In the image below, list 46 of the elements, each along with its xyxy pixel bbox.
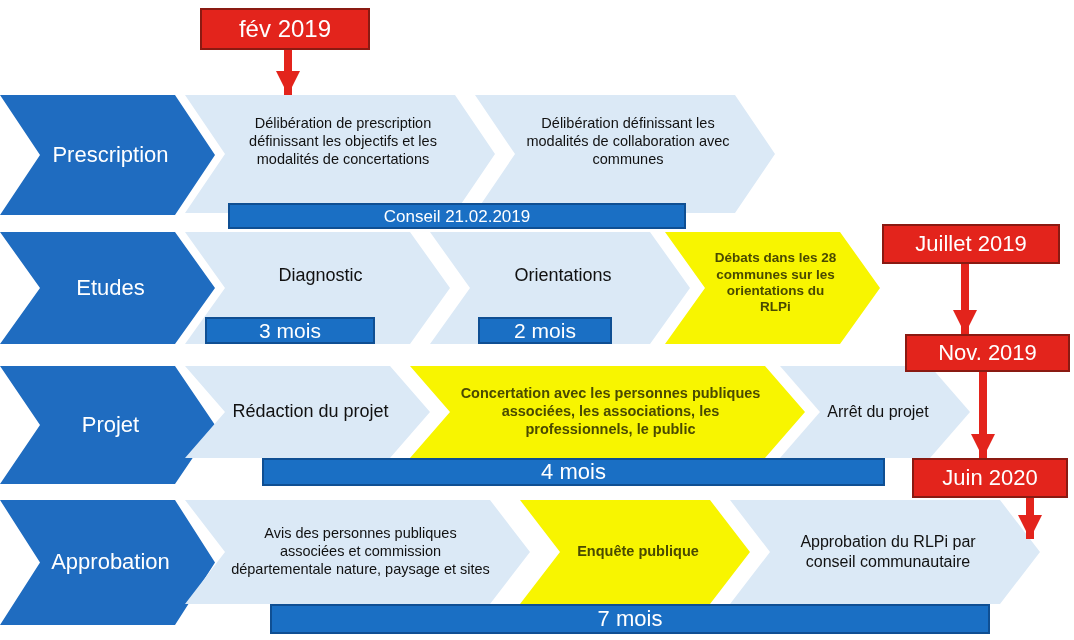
arrow [971,372,995,458]
phase-header [0,366,215,484]
duration-label: Conseil 21.02.2019 [383,207,531,225]
date-marker [200,8,370,50]
step-label: Arrêt du projet [827,402,929,422]
step-label: Concertation avec les personnes publiques associées, les associations, les professionnels, le public [459,385,762,439]
step-label: Approbation du RLPi par conseil communautaire [799,532,977,572]
step-label: Rédaction du projet [232,401,389,423]
duration-bar [228,203,686,229]
process-step [730,500,1040,604]
duration-bar [270,604,990,634]
step-label: Avis des personnes publiques associées et commission départementale nature, paysage et sites [231,525,490,579]
phase-label: Etudes [76,274,145,302]
process-step [520,500,750,604]
process-step [665,232,880,344]
phase-label: Projet [81,411,140,439]
step-label: Enquête publique [577,543,699,561]
step-label: Délibération définissant les modalités de collaboration avec communes [525,115,731,169]
step-label: Diagnostic [278,265,363,287]
date-marker [905,334,1070,372]
process-step [780,366,970,458]
phase-label: Prescription [52,141,169,169]
arrow [1018,498,1042,539]
process-step [185,500,530,604]
phase-header [0,500,215,625]
duration-label: 7 mois [597,608,663,630]
duration-bar [262,458,885,486]
phase-header [0,232,215,344]
phase-header [0,95,215,215]
date-label: Juillet 2019 [915,233,1027,255]
date-marker [912,458,1068,498]
step-label: Délibération de prescription définissant les objectifs et les modalités de concertations [248,115,438,169]
arrow [276,50,300,95]
arrow [953,264,977,334]
duration-label: 2 mois [514,320,576,341]
step-label: Débats dans les 28 communes sur les orientations du RLPi [713,250,838,316]
date-label: fév 2019 [238,17,332,41]
duration-label: 4 mois [541,461,606,483]
process-step [410,366,805,458]
step-label: Orientations [514,265,612,287]
process-step [185,366,430,458]
phase-label: Approbation [51,549,170,576]
date-label: Juin 2020 [942,467,1038,489]
duration-label: 3 mois [259,320,321,341]
date-marker [882,224,1060,264]
date-label: Nov. 2019 [938,342,1037,364]
